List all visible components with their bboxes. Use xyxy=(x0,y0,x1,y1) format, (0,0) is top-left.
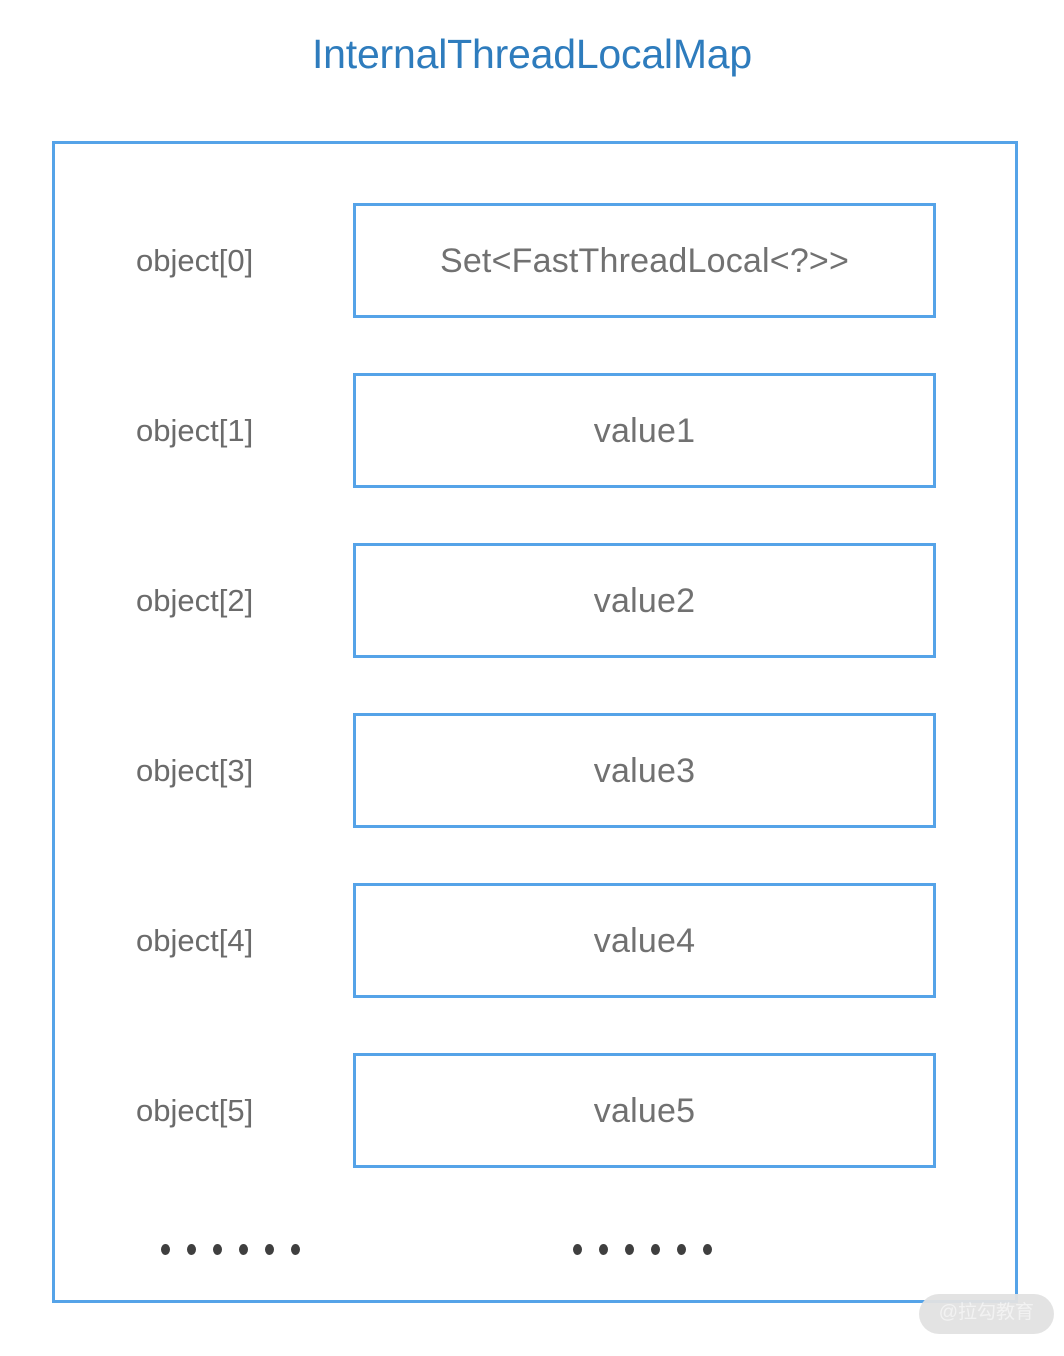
ellipsis-dots-left xyxy=(161,1219,300,1279)
slot-index-label: object[0] xyxy=(136,243,254,278)
slot-value-box: value3 xyxy=(353,713,936,828)
ellipsis-dot xyxy=(187,1243,196,1255)
ellipsis-dot xyxy=(599,1243,608,1255)
ellipsis-dot xyxy=(161,1243,170,1255)
slot-row: object[4] value4 xyxy=(55,883,1021,998)
slot-row: object[5] value5 xyxy=(55,1053,1021,1168)
ellipsis-dot xyxy=(265,1243,274,1255)
slot-row: object[0] Set<FastThreadLocal<?>> xyxy=(55,203,1021,318)
slot-value-box: value1 xyxy=(353,373,936,488)
ellipsis-dots-right xyxy=(573,1219,712,1279)
watermark-badge: @拉勾教育 xyxy=(918,1294,1054,1334)
slot-row: object[2] value2 xyxy=(55,543,1021,658)
slot-value-box: value2 xyxy=(353,543,936,658)
slot-index-label: object[3] xyxy=(136,753,254,788)
ellipsis-dot xyxy=(651,1243,660,1255)
slot-index-label: object[4] xyxy=(136,923,254,958)
ellipsis-dot xyxy=(239,1243,248,1255)
ellipsis-dot xyxy=(573,1243,582,1255)
ellipsis-row xyxy=(55,1219,1021,1279)
ellipsis-dot xyxy=(677,1243,686,1255)
slot-value-box: value5 xyxy=(353,1053,936,1168)
slot-value-text: value5 xyxy=(593,1091,696,1130)
ellipsis-dot xyxy=(625,1243,634,1255)
slot-value-text: Set<FastThreadLocal<?>> xyxy=(439,241,850,280)
slot-value-text: value2 xyxy=(593,581,696,620)
ellipsis-dot xyxy=(291,1243,300,1255)
slot-index-label: object[1] xyxy=(136,413,254,448)
ellipsis-dot xyxy=(213,1243,222,1255)
slot-row: object[3] value3 xyxy=(55,713,1021,828)
slot-value-box: Set<FastThreadLocal<?>> xyxy=(353,203,936,318)
slot-index-label: object[5] xyxy=(136,1093,254,1128)
slot-index-label: object[2] xyxy=(136,583,254,618)
slot-value-text: value1 xyxy=(593,411,696,450)
slot-value-text: value4 xyxy=(593,921,696,960)
internal-thread-local-map-container: object[0] Set<FastThreadLocal<?>> object[1… xyxy=(52,141,1018,1303)
slot-row: object[1] value1 xyxy=(55,373,1021,488)
slot-value-text: value3 xyxy=(593,751,696,790)
slot-value-box: value4 xyxy=(353,883,936,998)
ellipsis-dot xyxy=(703,1243,712,1255)
page-title: InternalThreadLocalMap xyxy=(311,31,753,77)
